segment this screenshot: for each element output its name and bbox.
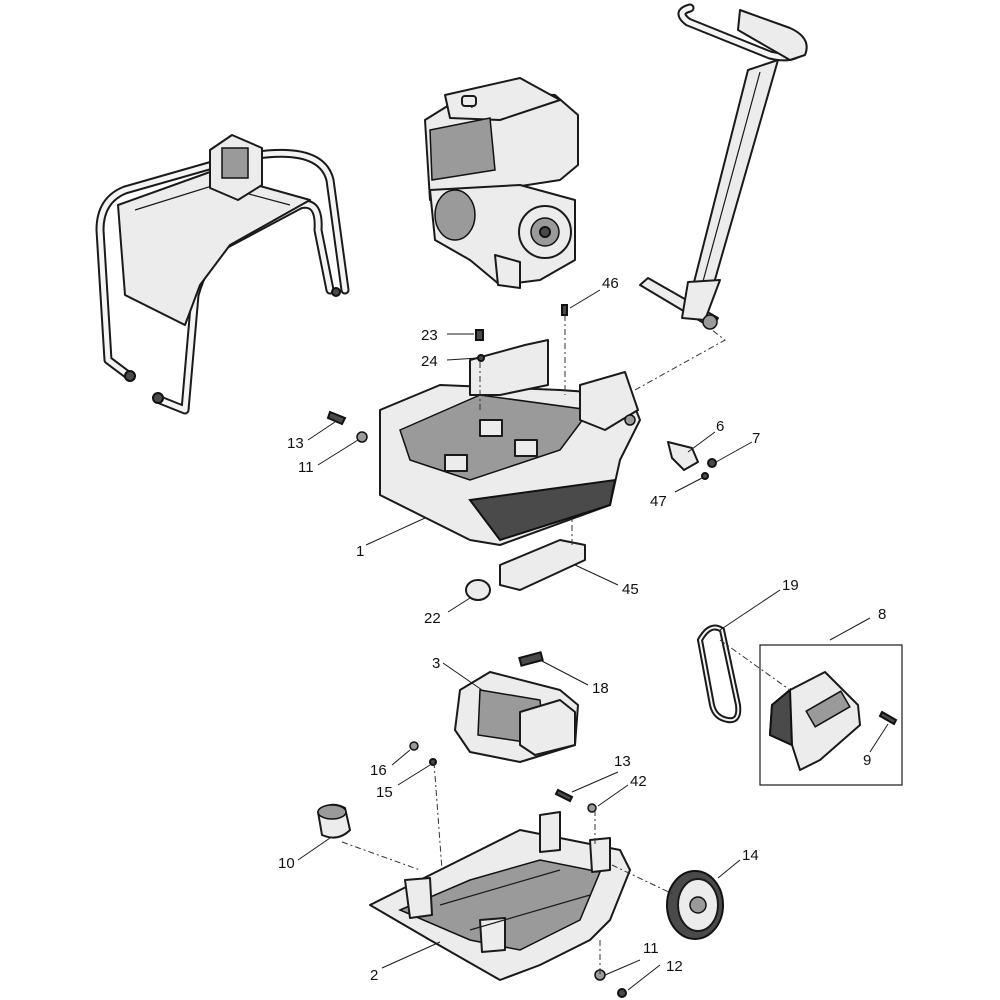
callout-2: 2 bbox=[370, 967, 378, 984]
callout-22: 22 bbox=[424, 610, 441, 627]
callout-labels: 1 2 3 6 7 8 9 10 11 11 12 13 13 14 15 16… bbox=[278, 275, 886, 984]
callout-6: 6 bbox=[716, 418, 724, 435]
callout-14: 14 bbox=[742, 847, 759, 864]
callout-1: 1 bbox=[356, 543, 364, 560]
callout-24: 24 bbox=[421, 353, 438, 370]
protective-frame bbox=[95, 134, 350, 415]
callout-15: 15 bbox=[376, 784, 393, 801]
exciter bbox=[454, 651, 579, 763]
callout-13-lower: 13 bbox=[614, 753, 631, 770]
callout-11-lower: 11 bbox=[643, 940, 659, 957]
callout-45: 45 bbox=[622, 581, 639, 598]
callout-16: 16 bbox=[370, 762, 387, 779]
assembly-lines bbox=[341, 315, 791, 975]
callout-18: 18 bbox=[592, 680, 609, 697]
callout-10: 10 bbox=[278, 855, 295, 872]
base-plate bbox=[369, 811, 631, 981]
engine bbox=[424, 77, 579, 289]
callout-3: 3 bbox=[432, 655, 440, 672]
rubber-buffer bbox=[317, 803, 351, 839]
base-frame bbox=[379, 339, 641, 546]
callout-7: 7 bbox=[752, 430, 760, 447]
leader-lines bbox=[297, 289, 889, 991]
callout-8: 8 bbox=[878, 606, 886, 623]
callout-23: 23 bbox=[421, 327, 438, 344]
guide-handle bbox=[639, 3, 808, 330]
belt-guard-box bbox=[759, 644, 903, 786]
callout-19: 19 bbox=[782, 577, 799, 594]
v-belt bbox=[696, 624, 742, 724]
callout-9: 9 bbox=[863, 752, 871, 769]
callout-47: 47 bbox=[650, 493, 667, 510]
callout-12: 12 bbox=[666, 958, 683, 975]
callout-11-upper: 11 bbox=[298, 459, 314, 476]
callout-13-upper: 13 bbox=[287, 435, 304, 452]
callout-42: 42 bbox=[630, 773, 647, 790]
callout-46: 46 bbox=[602, 275, 619, 292]
transport-wheel bbox=[666, 870, 724, 940]
fasteners-upper bbox=[326, 304, 717, 601]
